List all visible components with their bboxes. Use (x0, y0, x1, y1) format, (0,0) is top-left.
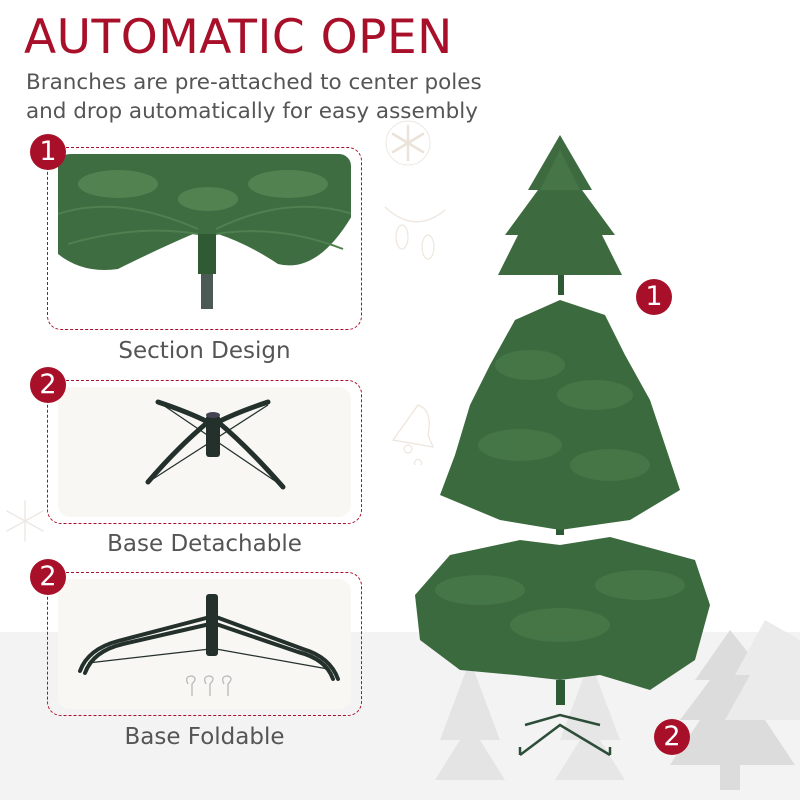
tree-step-badge-1: 1 (636, 279, 672, 315)
snowflake-ornament-icon (385, 120, 431, 166)
step-badge-2: 2 (30, 367, 66, 403)
folded-stand-image (58, 579, 351, 709)
subtitle-line-1: Branches are pre-attached to center pole… (26, 70, 482, 95)
caption-base-foldable: Base Foldable (124, 724, 285, 750)
bell-icon (391, 404, 435, 465)
caption-section-design: Section Design (118, 338, 291, 364)
hook-icons (186, 675, 232, 696)
tree-bottom-section (415, 537, 710, 757)
subtitle-line-2: and drop automatically for easy assembly (26, 99, 478, 124)
snowflake-icon (6, 500, 44, 542)
x-stand-image (58, 387, 351, 517)
tree-top-section (498, 135, 622, 295)
feature-panel-section-design: 1 (30, 134, 362, 330)
step-badge-1: 1 (30, 134, 66, 170)
step-badge-2-foldable: 2 (30, 559, 66, 595)
page-title: AUTOMATIC OPEN (24, 10, 453, 65)
tree-stand (518, 713, 612, 757)
string-lights-icon (384, 206, 446, 260)
feature-panel-base-detachable: 2 (30, 367, 362, 524)
tree-step-badge-2: 2 (654, 719, 690, 755)
pine-tree-silhouettes (435, 620, 800, 790)
caption-base-detachable: Base Detachable (107, 531, 302, 557)
section-branches-image (58, 154, 351, 323)
tree-assembly-image (415, 135, 710, 757)
tree-middle-section (440, 300, 680, 535)
feature-panel-base-foldable: 2 (30, 559, 362, 716)
page-subtitle: Branches are pre-attached to center pole… (26, 68, 526, 126)
